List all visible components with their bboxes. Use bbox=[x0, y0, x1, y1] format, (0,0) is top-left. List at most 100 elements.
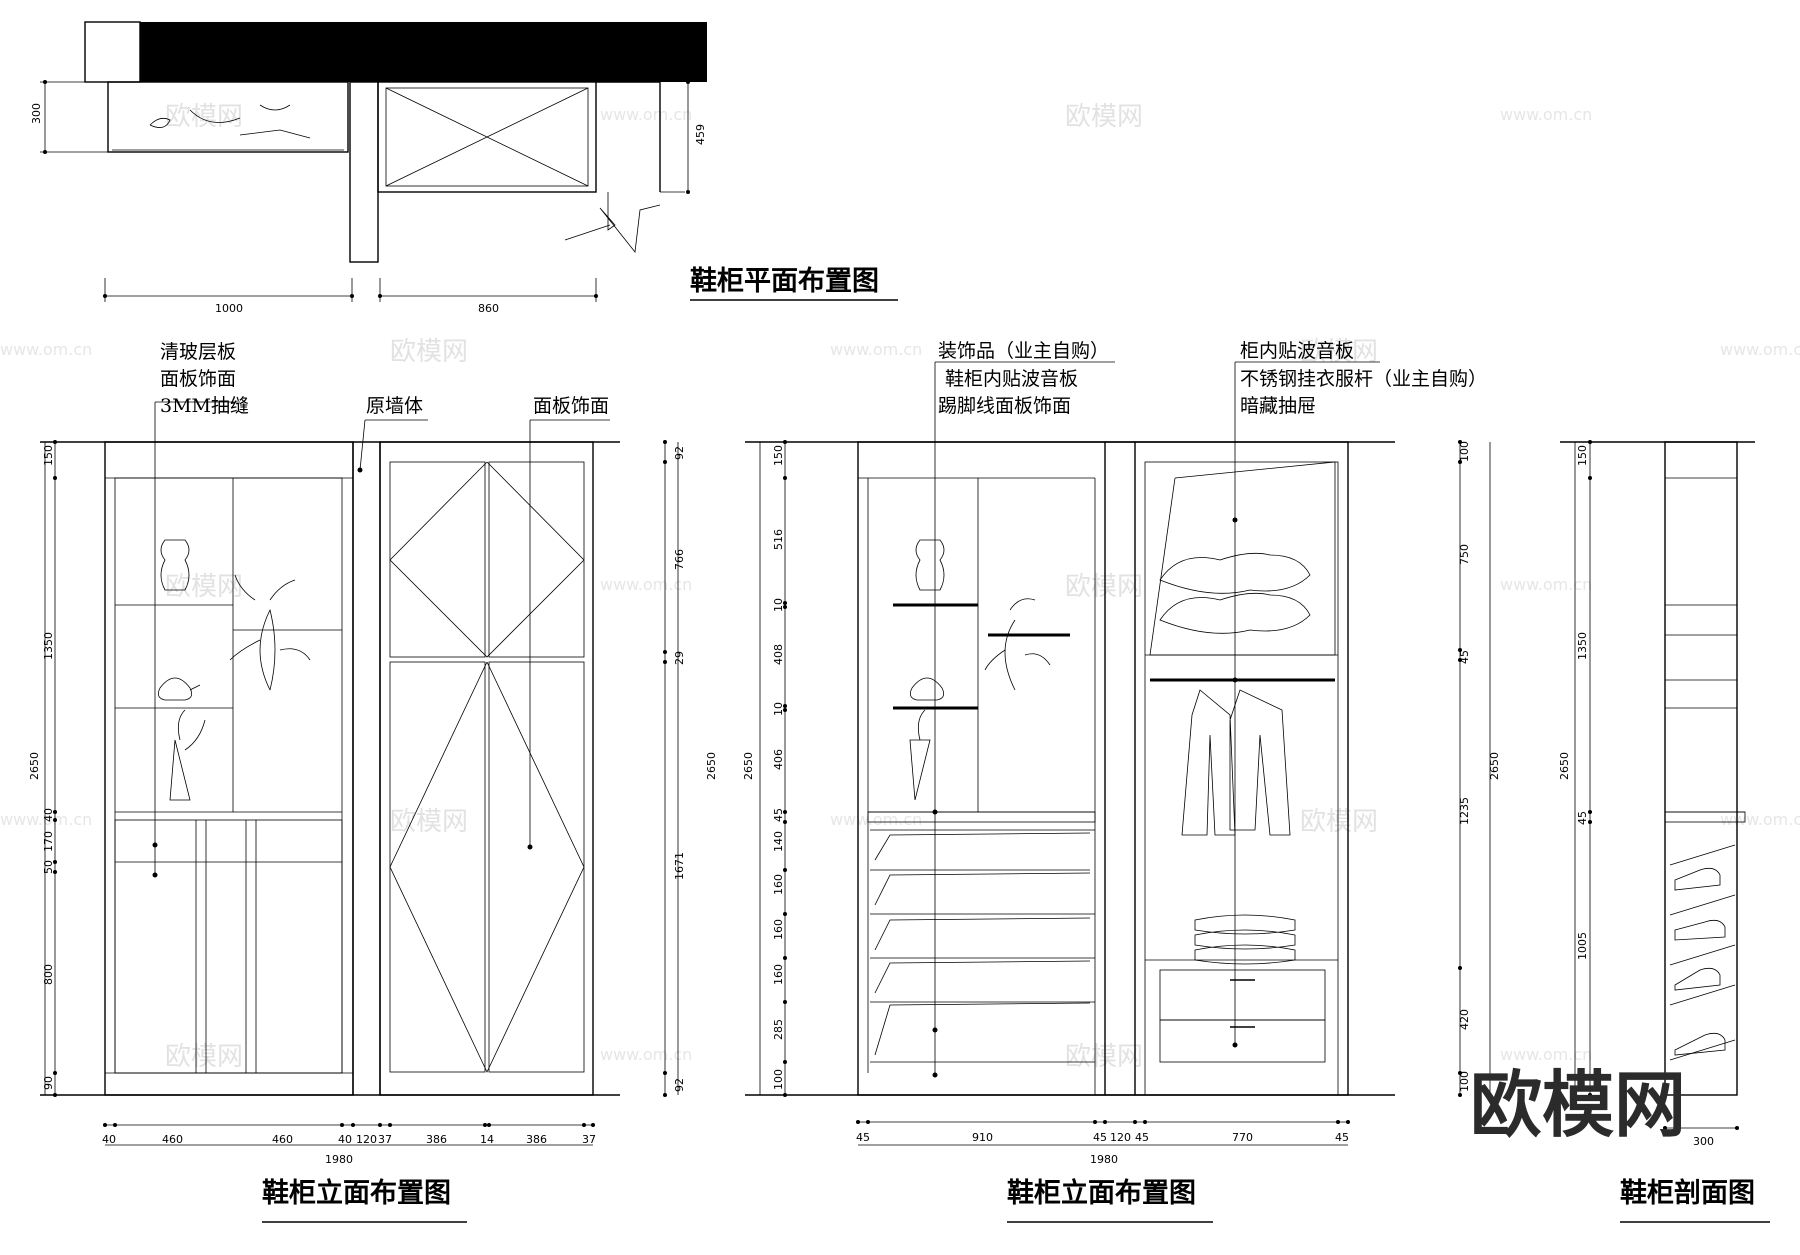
watermark-url: www.om.cn bbox=[830, 810, 922, 829]
flower-decor-icon bbox=[909, 709, 931, 801]
label-hanging-rod: 不锈钢挂衣服杆（业主自购） bbox=[1240, 368, 1487, 390]
shoe-icon bbox=[1674, 967, 1721, 991]
watermark-url: www.om.cn bbox=[830, 340, 922, 359]
left-elevation: 清玻层板 面板饰面 3MM抽缝 原墙体 面板饰面 150 1350 2650 4… bbox=[28, 341, 718, 1223]
label-skirting: 踢脚线面板饰面 bbox=[938, 395, 1071, 417]
dim-h-120: 120 bbox=[356, 1133, 377, 1146]
watermark-url: www.om.cn bbox=[1720, 810, 1800, 829]
dim-mid-516: 516 bbox=[772, 529, 785, 550]
dim-mh-1980: 1980 bbox=[1090, 1153, 1118, 1166]
dim-left-1350: 1350 bbox=[42, 632, 55, 660]
shoe-icon bbox=[1674, 919, 1726, 941]
plan-view: 300 459 1000 860 鞋柜平面布置图 bbox=[30, 21, 898, 315]
section-view: 150 1350 2650 45 1005 300 鞋柜剖面图 bbox=[1558, 440, 1770, 1223]
shoe-icon bbox=[1674, 867, 1721, 891]
dim-sec-2650: 2650 bbox=[1558, 752, 1571, 780]
plan-door-swing bbox=[599, 192, 661, 253]
dim-mid-150: 150 bbox=[772, 445, 785, 466]
dim-sec-45: 45 bbox=[1576, 811, 1589, 825]
dim-door-92b: 92 bbox=[673, 1078, 686, 1092]
dim-h-1980: 1980 bbox=[325, 1153, 353, 1166]
dim-h-40: 40 bbox=[102, 1133, 116, 1146]
watermark-url: www.om.cn bbox=[1500, 105, 1592, 124]
dim-mid-160: 160 bbox=[772, 874, 785, 895]
dim-left-40: 40 bbox=[42, 808, 55, 822]
middle-elevation: 装饰品（业主自购） 鞋柜内贴波音板 踢脚线面板饰面 柜内贴波音板 不锈钢挂衣服杆… bbox=[742, 340, 1501, 1223]
dim-wr-45: 45 bbox=[1458, 650, 1471, 664]
watermark-text: 欧模网 bbox=[1065, 572, 1143, 602]
dim-door-766: 766 bbox=[673, 549, 686, 570]
label-shoe-lining: 鞋柜内贴波音板 bbox=[945, 368, 1078, 390]
dim-left-170: 170 bbox=[42, 831, 55, 852]
dim-mh-45: 45 bbox=[856, 1131, 870, 1144]
dim-mid-10: 10 bbox=[772, 598, 785, 612]
section-frame bbox=[1664, 441, 1738, 1096]
watermark-text: 欧模网 bbox=[1300, 807, 1378, 837]
dim-wr-420: 420 bbox=[1458, 1009, 1471, 1030]
teapot-decor-icon bbox=[157, 677, 201, 701]
plan-cabinet-2 bbox=[377, 81, 597, 193]
dim-left-800: 800 bbox=[42, 964, 55, 985]
dim-h-37: 37 bbox=[378, 1133, 392, 1146]
vase-decor-icon bbox=[915, 539, 945, 591]
title-section: 鞋柜剖面图 bbox=[1620, 1177, 1755, 1209]
dim-left-2650: 2650 bbox=[28, 752, 41, 780]
dim-mid-160c: 160 bbox=[772, 964, 785, 985]
title-elevation-left: 鞋柜立面布置图 bbox=[262, 1177, 451, 1209]
dim-door-92: 92 bbox=[673, 446, 686, 460]
dim-left-90: 90 bbox=[42, 1076, 55, 1090]
plan-wall-stub bbox=[349, 81, 379, 263]
dim-h-14: 14 bbox=[480, 1133, 494, 1146]
label-cabinet-lining: 柜内贴波音板 bbox=[1240, 340, 1354, 362]
watermark-text: 欧模网 bbox=[1065, 1042, 1143, 1072]
label-door-face: 面板饰面 bbox=[533, 395, 609, 417]
folded-clothes-icon bbox=[1159, 592, 1311, 634]
shoe-racks bbox=[874, 832, 1091, 1056]
dim-left-150: 150 bbox=[42, 445, 55, 466]
door-diamond-pattern bbox=[389, 661, 585, 1073]
section-shoe-racks bbox=[1669, 844, 1736, 1061]
dim-mid-2650: 2650 bbox=[742, 752, 755, 780]
plan-column bbox=[84, 21, 141, 83]
dim-mh-770: 770 bbox=[1232, 1131, 1253, 1144]
dim-h-37b: 37 bbox=[582, 1133, 596, 1146]
watermark-text: 欧模网 bbox=[165, 572, 243, 602]
dim-left-50: 50 bbox=[42, 860, 55, 874]
plant-decor-icon bbox=[984, 598, 1051, 691]
title-elevation-right: 鞋柜立面布置图 bbox=[1007, 1177, 1196, 1209]
dim-h-460: 460 bbox=[162, 1133, 183, 1146]
dim-plan-459: 459 bbox=[694, 124, 707, 145]
hidden-drawer bbox=[1159, 1019, 1326, 1063]
dim-sec-150: 150 bbox=[1576, 445, 1589, 466]
dim-mid-10b: 10 bbox=[772, 702, 785, 716]
watermark-url: www.om.cn bbox=[600, 575, 692, 594]
dim-mh-45d: 45 bbox=[1335, 1131, 1349, 1144]
watermark-url: www.om.cn bbox=[1500, 575, 1592, 594]
label-glass-shelf: 清玻层板 bbox=[160, 341, 236, 363]
dim-sec-1005: 1005 bbox=[1576, 932, 1589, 960]
dim-plan-860: 860 bbox=[478, 302, 499, 315]
teapot-decor-icon bbox=[909, 677, 945, 701]
dim-mid-406: 406 bbox=[772, 749, 785, 770]
dim-mid-100: 100 bbox=[772, 1069, 785, 1090]
folded-clothes-icon bbox=[1159, 552, 1311, 594]
dim-plan-1000: 1000 bbox=[215, 302, 243, 315]
dim-wr-1235: 1235 bbox=[1458, 797, 1471, 825]
dim-sec-1350: 1350 bbox=[1576, 632, 1589, 660]
dim-plan-depth: 300 bbox=[30, 103, 43, 124]
watermark-url: www.om.cn bbox=[600, 105, 692, 124]
dim-mh-910: 910 bbox=[972, 1131, 993, 1144]
watermark-text: 欧模网 bbox=[165, 102, 243, 132]
shoe-icon bbox=[1674, 1032, 1726, 1056]
watermark-text: 欧模网 bbox=[165, 1042, 243, 1072]
dim-h-40b: 40 bbox=[338, 1133, 352, 1146]
dim-mid-408: 408 bbox=[772, 644, 785, 665]
dim-mid-140: 140 bbox=[772, 831, 785, 852]
plan-decor-sketch bbox=[149, 104, 311, 139]
dim-wr-750: 750 bbox=[1458, 544, 1471, 565]
watermark-text: 欧模网 bbox=[390, 807, 468, 837]
plant-decor-icon bbox=[229, 574, 311, 691]
dim-door-1671: 1671 bbox=[673, 852, 686, 880]
door-diamond-pattern bbox=[389, 461, 585, 658]
